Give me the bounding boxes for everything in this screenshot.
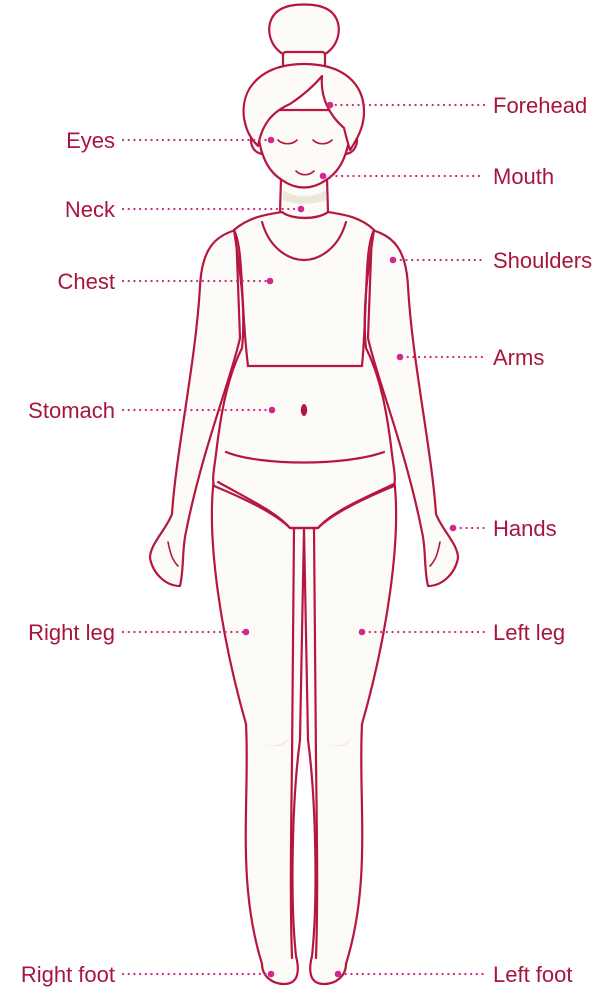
label-arms: Arms xyxy=(493,345,544,370)
label-right-foot: Right foot xyxy=(21,962,115,987)
hair-bun xyxy=(269,5,339,55)
label-hands: Hands xyxy=(493,516,557,541)
label-left-foot: Left foot xyxy=(493,962,573,987)
label-left-leg: Left leg xyxy=(493,620,565,645)
label-chest: Chest xyxy=(58,269,115,294)
label-eyes: Eyes xyxy=(66,128,115,153)
label-stomach: Stomach xyxy=(28,398,115,423)
label-forehead: Forehead xyxy=(493,93,587,118)
label-mouth: Mouth xyxy=(493,164,554,189)
label-shoulders: Shoulders xyxy=(493,248,592,273)
figure-outline xyxy=(150,5,458,985)
label-neck: Neck xyxy=(65,197,116,222)
label-right-leg: Right leg xyxy=(28,620,115,645)
